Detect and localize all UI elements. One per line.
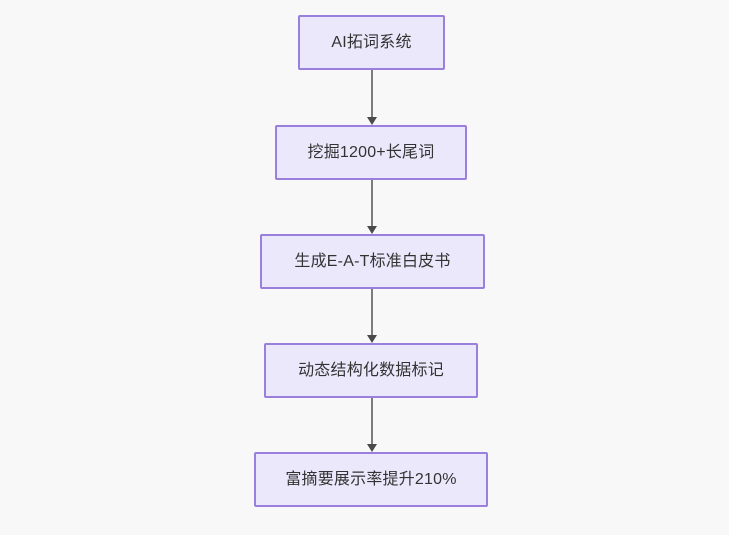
arrowhead-icon xyxy=(367,226,377,234)
edge-line xyxy=(371,289,373,336)
edge-line xyxy=(371,180,373,227)
flow-node-mine-longtail-keywords[interactable]: 挖掘1200+长尾词 xyxy=(275,125,467,180)
flow-node-generate-eat-whitepaper[interactable]: 生成E-A-T标准白皮书 xyxy=(260,234,485,289)
arrowhead-icon xyxy=(367,117,377,125)
flow-node-label: 动态结构化数据标记 xyxy=(298,361,444,379)
flow-node-ai-keyword-system[interactable]: AI拓词系统 xyxy=(298,15,445,70)
flow-node-label: 生成E-A-T标准白皮书 xyxy=(294,252,451,270)
edge-line xyxy=(371,70,373,118)
flow-node-dynamic-structured-data-markup[interactable]: 动态结构化数据标记 xyxy=(264,343,478,398)
edge-line xyxy=(371,398,373,445)
flow-node-rich-snippet-rate-increase[interactable]: 富摘要展示率提升210% xyxy=(254,452,488,507)
arrowhead-icon xyxy=(367,335,377,343)
flow-node-label: AI拓词系统 xyxy=(331,33,412,51)
flow-node-label: 挖掘1200+长尾词 xyxy=(307,143,435,161)
arrowhead-icon xyxy=(367,444,377,452)
flow-node-label: 富摘要展示率提升210% xyxy=(285,470,457,488)
